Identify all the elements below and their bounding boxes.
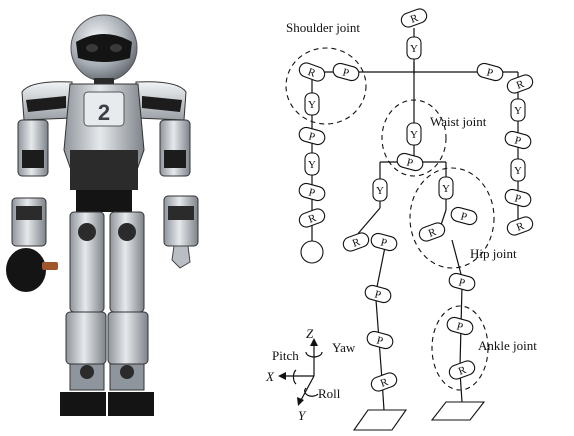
- callout-labels: Shoulder joint Waist joint Hip joint Ank…: [286, 20, 537, 353]
- joint-left-shoulder-pitch: P: [332, 62, 360, 82]
- svg-text:P: P: [379, 236, 388, 249]
- svg-text:P: P: [459, 210, 468, 223]
- joint-waist-yaw: Y: [406, 122, 422, 146]
- joint-right-forearm-yaw: Y: [510, 158, 526, 182]
- joint-left-elbow-pitch: P: [298, 126, 326, 146]
- svg-text:R: R: [457, 364, 469, 378]
- axis-z-label: Z: [306, 326, 314, 341]
- robot-chest-number: 2: [98, 100, 110, 125]
- axis-y-label: Y: [298, 408, 307, 423]
- joint-right-hip-pitch: P: [450, 206, 478, 226]
- svg-text:Y: Y: [376, 185, 384, 197]
- axis-yaw-label: Yaw: [332, 340, 356, 355]
- axis-pitch-label: Pitch: [272, 348, 299, 363]
- joint-left-hip-pitch: P: [370, 232, 398, 252]
- robot-legs: [65, 211, 149, 391]
- axis-x-label: X: [265, 369, 275, 384]
- svg-text:P: P: [513, 134, 522, 147]
- robot-photo: 2: [6, 14, 199, 416]
- shoulder-joint-circle: [285, 47, 367, 125]
- label-shoulder-joint: Shoulder joint: [286, 20, 360, 35]
- joint-right-ankle-roll: R: [448, 360, 476, 380]
- svg-text:R: R: [307, 212, 319, 226]
- joint-left-shoulder-roll: R: [298, 62, 326, 82]
- joint-left-ankle-roll: R: [370, 372, 398, 392]
- svg-text:P: P: [513, 192, 522, 205]
- svg-text:R: R: [427, 226, 439, 240]
- joint-symbols: R Y R P Y P: [298, 8, 534, 431]
- svg-text:P: P: [457, 276, 466, 289]
- axis-roll-label: Roll: [318, 386, 341, 401]
- svg-text:R: R: [409, 12, 421, 26]
- joint-right-hip-roll: R: [418, 222, 446, 242]
- joint-right-upperarm-yaw: Y: [510, 98, 526, 122]
- label-ankle-joint: Ankle joint: [478, 338, 537, 353]
- svg-text:P: P: [373, 288, 382, 301]
- joint-right-ankle-pitch: P: [446, 316, 474, 336]
- svg-text:P: P: [405, 156, 414, 169]
- joint-waist-pitch: P: [396, 152, 424, 172]
- joint-right-shoulder-pitch: P: [476, 62, 504, 82]
- table-tennis-paddle: [6, 248, 46, 292]
- label-hip-joint: Hip joint: [470, 246, 517, 261]
- joint-left-hip-yaw: Y: [372, 178, 388, 202]
- robot-feet: [60, 392, 154, 416]
- robot-shoulders: [21, 81, 187, 121]
- waist-joint-circle: [381, 99, 447, 177]
- joint-head-roll: R: [400, 8, 428, 28]
- svg-text:P: P: [307, 130, 316, 143]
- joint-left-wrist-roll: R: [298, 208, 326, 228]
- joint-left-wrist-pitch: P: [298, 182, 326, 202]
- robot-right-arm: [159, 119, 199, 269]
- svg-text:Y: Y: [308, 159, 316, 171]
- joint-neck-yaw: Y: [406, 36, 422, 60]
- svg-text:P: P: [455, 320, 464, 333]
- svg-text:R: R: [515, 78, 527, 92]
- svg-text:P: P: [485, 66, 494, 79]
- svg-text:Y: Y: [442, 183, 450, 195]
- left-foot: [352, 409, 408, 431]
- svg-text:R: R: [351, 236, 363, 250]
- svg-text:P: P: [307, 186, 316, 199]
- joint-left-ankle-pitch: P: [366, 330, 394, 350]
- kinematic-diagram: R Y R P Y P: [265, 8, 537, 431]
- joint-left-forearm-yaw: Y: [304, 152, 320, 176]
- svg-text:R: R: [515, 220, 527, 234]
- robot-head: [70, 14, 138, 88]
- joint-right-elbow-pitch: P: [504, 130, 532, 150]
- callout-circles: [285, 47, 495, 391]
- svg-text:Y: Y: [410, 129, 418, 141]
- svg-text:P: P: [375, 334, 384, 347]
- joint-left-upperarm-yaw: Y: [304, 92, 320, 116]
- joint-right-wrist-roll: R: [506, 216, 534, 236]
- svg-text:Y: Y: [308, 99, 316, 111]
- svg-text:Y: Y: [410, 43, 418, 55]
- joint-right-knee-pitch: P: [448, 272, 476, 292]
- coordinate-frame: Z X Y Yaw Pitch Roll: [265, 326, 356, 423]
- hip-joint-circle: [409, 167, 495, 269]
- ankle-joint-circle: [431, 305, 489, 391]
- right-foot: [430, 401, 486, 421]
- left-hand: [300, 240, 324, 264]
- svg-text:Y: Y: [514, 165, 522, 177]
- joint-left-hip-roll: R: [342, 232, 370, 252]
- robot-torso: 2: [63, 83, 145, 212]
- svg-text:R: R: [379, 376, 391, 390]
- label-waist-joint: Waist joint: [430, 114, 487, 129]
- joint-left-knee-pitch: P: [364, 284, 392, 304]
- svg-text:P: P: [341, 66, 350, 79]
- joint-right-hip-yaw: Y: [438, 176, 454, 200]
- joint-right-shoulder-roll: R: [506, 74, 534, 94]
- svg-text:Y: Y: [514, 105, 522, 117]
- svg-text:R: R: [306, 66, 318, 80]
- joint-right-wrist-pitch: P: [504, 188, 532, 208]
- robot-left-arm: [6, 119, 58, 292]
